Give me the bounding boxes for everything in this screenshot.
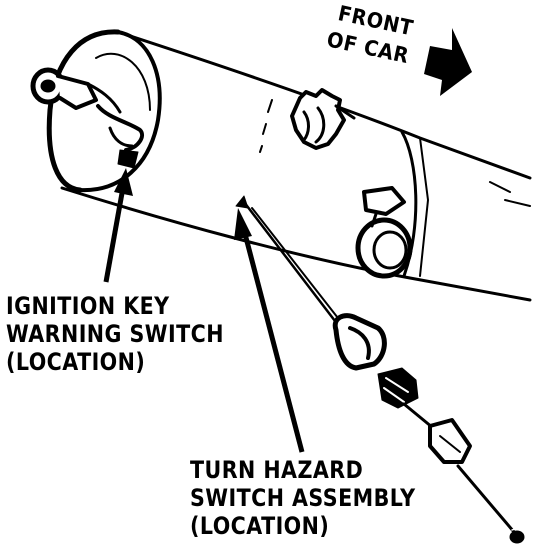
key-cylinder (30, 67, 145, 169)
hazard-leader-arrow (234, 208, 305, 453)
column-lock-knob (290, 88, 356, 150)
hazard-label-line-1: TURN HAZARD (190, 456, 364, 484)
front-arrow-icon (424, 28, 472, 96)
ignition-label-line-2: WARNING SWITCH (6, 320, 224, 348)
side-knob (355, 186, 413, 279)
hazard-switch-cable (235, 195, 528, 544)
turn-hazard-switch-assembly-label: TURN HAZARD SWITCH ASSEMBLY (LOCATION) (190, 456, 415, 540)
ignition-label-line-3: (LOCATION) (6, 348, 146, 376)
ignition-key-warning-switch-label: IGNITION KEY WARNING SWITCH (LOCATION) (6, 292, 224, 376)
hazard-label-line-2: SWITCH ASSEMBLY (190, 484, 416, 512)
ignition-label-line-1: IGNITION KEY (6, 292, 170, 320)
ignition-leader-arrow (103, 168, 133, 283)
hazard-label-line-3: (LOCATION) (190, 512, 330, 540)
